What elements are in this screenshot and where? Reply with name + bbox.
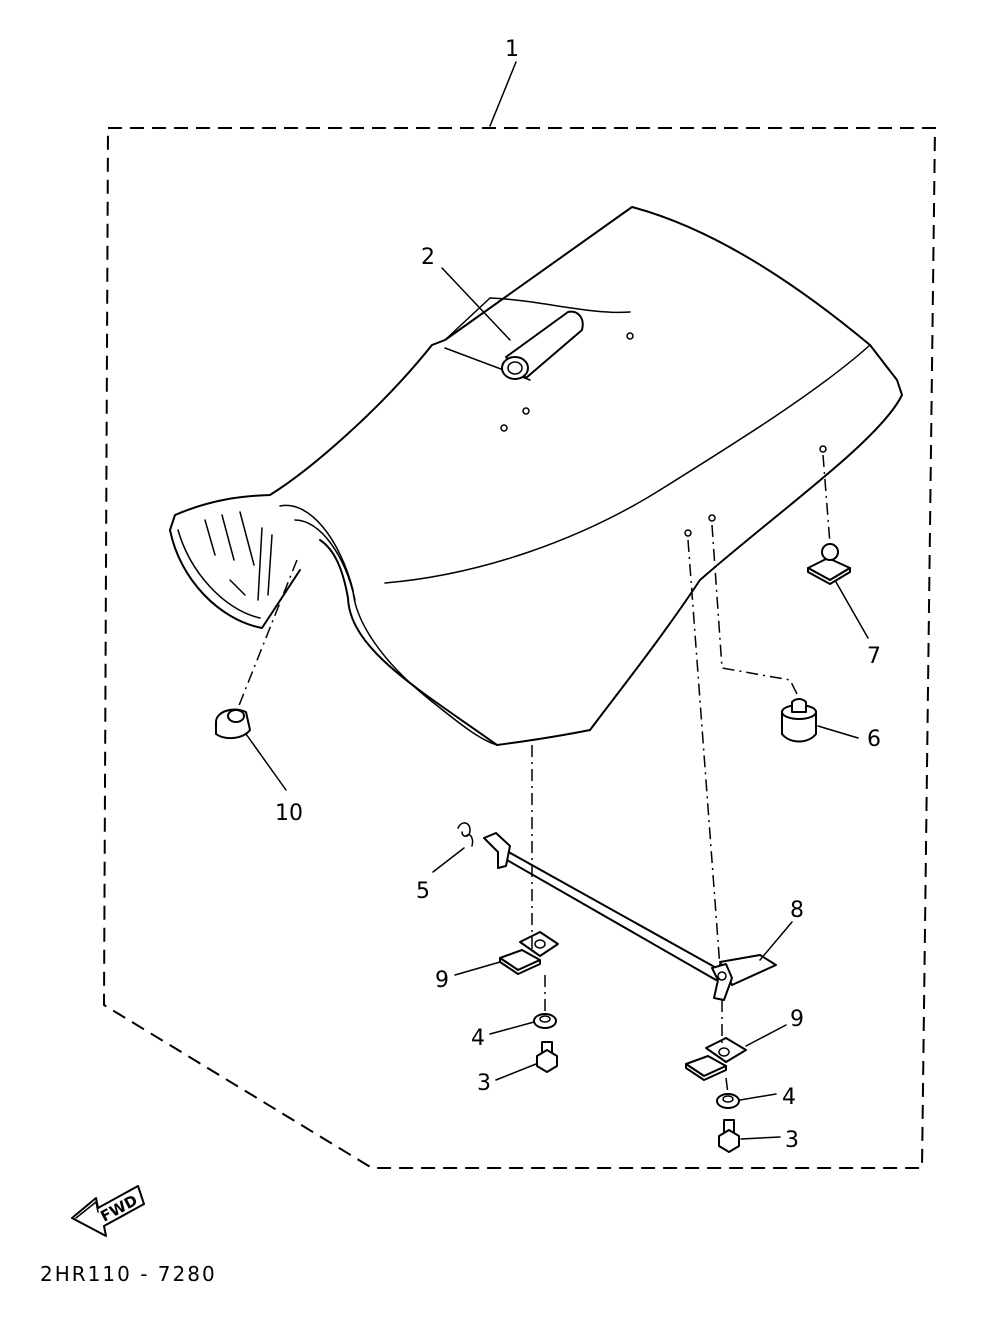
leader-2 bbox=[441, 267, 511, 341]
leader-10 bbox=[245, 733, 287, 791]
leader-9a bbox=[454, 961, 501, 976]
axis-line-7 bbox=[822, 454, 831, 545]
part-8-lock-rod bbox=[483, 832, 777, 1001]
axis-line-6 bbox=[711, 524, 800, 699]
callout-5: 5 bbox=[416, 879, 430, 904]
part-3-bolt-right bbox=[718, 1119, 740, 1153]
part-9-bracket-left bbox=[499, 931, 559, 975]
leader-6 bbox=[817, 725, 859, 739]
drawing-code: 2HR110 - 7280 bbox=[40, 1262, 217, 1286]
callout-4b: 4 bbox=[782, 1085, 796, 1110]
callout-7: 7 bbox=[867, 644, 881, 669]
assembly-boundary bbox=[102, 127, 937, 1169]
part-4-washer-right bbox=[716, 1093, 740, 1109]
callout-9a: 9 bbox=[435, 968, 449, 993]
callout-9b: 9 bbox=[790, 1007, 804, 1032]
part-9-bracket-right bbox=[685, 1037, 747, 1081]
part-3-bolt-left bbox=[536, 1041, 558, 1073]
seat-body bbox=[169, 206, 903, 746]
part-4-washer-left bbox=[533, 1013, 557, 1029]
leader-9b bbox=[745, 1024, 787, 1047]
leader-4a bbox=[489, 1021, 535, 1035]
callout-2: 2 bbox=[421, 245, 435, 270]
forward-arrow-icon: FWD bbox=[71, 1185, 145, 1237]
callout-4a: 4 bbox=[471, 1026, 485, 1051]
callout-6: 6 bbox=[867, 727, 881, 752]
part-5-spring bbox=[457, 822, 474, 847]
leader-4b bbox=[739, 1093, 777, 1101]
part-2-grab-tube bbox=[501, 310, 584, 380]
callout-10: 10 bbox=[275, 801, 303, 826]
axis-line-10 bbox=[237, 559, 298, 709]
callout-3a: 3 bbox=[477, 1071, 491, 1096]
part-10-bumper bbox=[215, 708, 251, 740]
leader-3a bbox=[495, 1063, 537, 1081]
leader-7 bbox=[835, 581, 869, 639]
part-7-clip bbox=[807, 543, 851, 585]
axis-line-right-washer bbox=[725, 1077, 729, 1095]
axis-line-right bbox=[687, 539, 721, 969]
callout-8: 8 bbox=[790, 898, 804, 923]
callout-1: 1 bbox=[505, 37, 519, 62]
leader-5 bbox=[432, 847, 465, 873]
leader-8 bbox=[759, 921, 793, 961]
part-6-damper bbox=[781, 698, 817, 743]
leader-1 bbox=[489, 61, 517, 127]
leader-3b bbox=[740, 1136, 781, 1140]
callout-3b: 3 bbox=[785, 1128, 799, 1153]
